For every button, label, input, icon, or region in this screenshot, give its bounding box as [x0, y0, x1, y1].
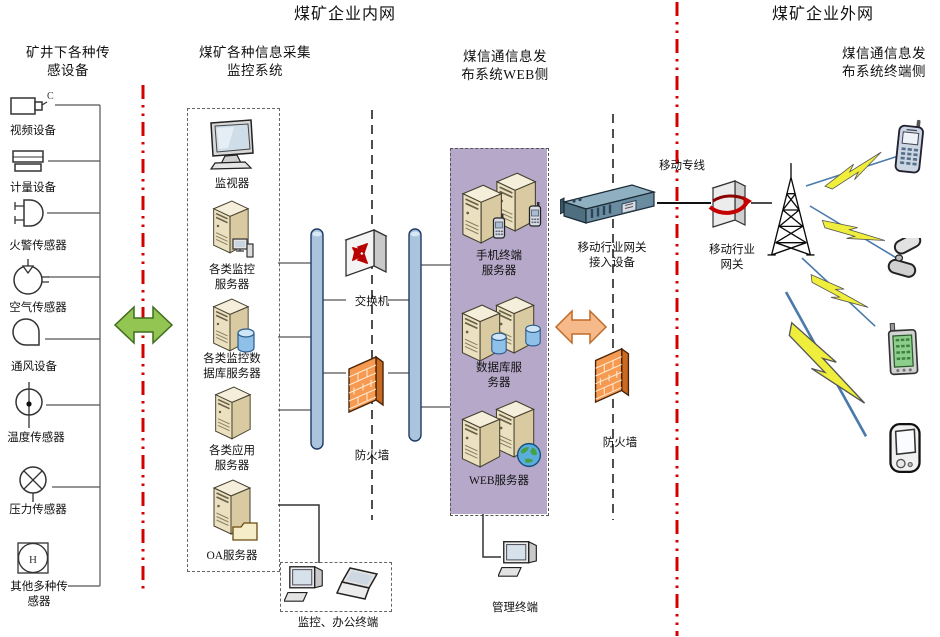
application-server-icon: [214, 386, 251, 440]
sensor-label-pressure: 压力传感器: [9, 504, 67, 516]
line-to-office-terminals: [278, 504, 320, 563]
title-extranet: 煤矿企业外网: [771, 6, 874, 23]
web-label-database-server: 数据库服 务器: [476, 362, 522, 390]
header-terminal-side: 煤信通信息发 布系统终端侧: [842, 46, 926, 79]
mobile-access-device-label: 移动行业网关 接入设备: [577, 242, 647, 270]
monitor-icon: [210, 119, 254, 170]
collection-label-monitor: 监视器: [214, 178, 250, 190]
metering-device-icon: [12, 150, 44, 172]
web-publish-zone-border: [450, 148, 549, 516]
office-terminals-box: [280, 562, 392, 612]
firewall-dmz-label: 防火墙: [602, 437, 638, 449]
keypad-phone-icon: [887, 322, 919, 376]
sensor-label-air: 空气传感器: [9, 302, 67, 314]
collection-systems-box: [187, 108, 280, 572]
mobile-gateway-label: 移动行业 网关: [709, 244, 755, 272]
management-terminal-label: 管理终端: [492, 602, 538, 614]
header-sensors: 矿井下各种传 感设备: [26, 45, 110, 78]
header-web-side: 煤信通信息发 布系统WEB侧: [461, 49, 549, 82]
mobile-gateway-icon: [708, 180, 752, 228]
collection-label-db-server: 各类监控数 据库服务器: [203, 353, 261, 381]
lightning-bolt-3: [793, 250, 883, 336]
sensor-label-fire: 火警传感器: [9, 240, 67, 252]
camera-c-mark: C: [47, 91, 54, 102]
office-desktop-icon: [284, 566, 323, 602]
sensor-label-temperature: 温度传感器: [7, 432, 65, 444]
sensor-label-other: 其他多种传 感器: [10, 581, 68, 609]
radio-tower-icon: [767, 163, 815, 256]
collection-label-app-server: 各类应用 服务器: [209, 445, 255, 473]
green-double-arrow: [113, 305, 174, 345]
oa-server-icon: [213, 479, 258, 541]
orange-double-arrow: [554, 309, 608, 345]
firewall-intranet-icon: [348, 356, 384, 413]
video-camera-icon: C: [10, 91, 54, 115]
bus-bar-right: [408, 228, 422, 442]
web-server-icon: [461, 400, 542, 468]
temperature-sensor-icon: [15, 382, 43, 428]
header-collection: 煤矿各种信息采集 监控系统: [199, 45, 311, 78]
lightning-bolt-4: [768, 283, 881, 447]
mobile-access-device-icon: [560, 184, 657, 224]
other-sensor-h-mark: H: [29, 554, 37, 566]
dedicated-line-label: 移动专线: [659, 160, 705, 172]
monitoring-db-server-icon: [212, 298, 255, 353]
ventilation-device-icon: [12, 318, 40, 346]
line-to-management-terminal: [482, 514, 501, 558]
sensor-label-video: 视频设备: [10, 125, 56, 137]
web-label-web-server: WEB服务器: [468, 475, 530, 487]
other-sensor-icon: H: [17, 542, 49, 574]
collection-label-oa-server: OA服务器: [206, 550, 258, 562]
title-intranet: 煤矿企业内网: [293, 6, 396, 23]
switch-icon: [344, 228, 388, 277]
bus-stub-lines: [278, 262, 450, 411]
air-sensor-icon: [13, 259, 49, 295]
switch-label: 交换机: [354, 296, 390, 308]
sensor-label-ventilation: 通风设备: [11, 361, 57, 373]
firewall-dmz-icon: [594, 348, 630, 403]
office-laptop-icon: [336, 567, 378, 600]
web-label-mobile-server: 手机终端 服务器: [476, 250, 522, 278]
sensor-bus-lines: [45, 104, 101, 587]
database-server-icon: [461, 296, 541, 362]
monitoring-server-icon: [212, 200, 254, 258]
pressure-sensor-icon: [19, 466, 47, 502]
mobile-terminal-server-icon: [462, 172, 542, 244]
flip-phone-icon: [887, 238, 922, 278]
collection-label-monitoring-server: 各类监控 服务器: [209, 264, 255, 292]
fire-alarm-sensor-icon: [14, 199, 44, 227]
bus-bar-left: [310, 228, 324, 450]
pda-phone-icon: [889, 423, 921, 473]
firewall-intranet-label: 防火墙: [354, 450, 390, 462]
candybar-phone-icon: [894, 119, 924, 174]
sensor-label-metering: 计量设备: [10, 182, 56, 194]
management-terminal-icon: [498, 541, 538, 577]
office-terminals-label: 监控、办公终端: [297, 617, 379, 629]
